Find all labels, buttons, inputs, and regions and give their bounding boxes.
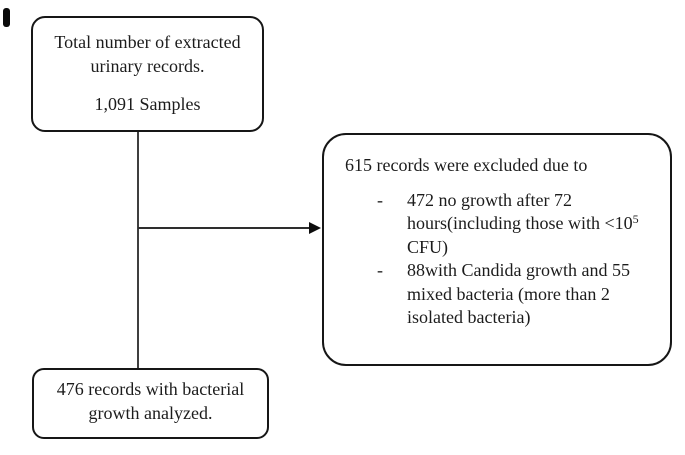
vertical-connector-line <box>137 132 139 368</box>
bullet-1-post: CFU) <box>407 236 449 257</box>
excluded-bullet-list: - 472 no growth after 72 hours(including… <box>345 189 656 330</box>
excluded-bullet-1: - 472 no growth after 72 hours(including… <box>377 189 656 260</box>
bullet-dash-marker: - <box>377 189 383 210</box>
excluded-records-box: 615 records were excluded due to - 472 n… <box>322 133 672 366</box>
analyzed-line1: 476 records with bacterial <box>56 379 245 399</box>
analyzed-line2: growth analyzed. <box>88 402 213 423</box>
total-samples-count: 1,091 Samples <box>94 94 201 114</box>
bullet-dash-marker: - <box>377 260 383 280</box>
excluded-bullet-1-text: 472 no growth after 72 hours(including t… <box>407 189 656 260</box>
excluded-bullet-2: - 88with Candida growth and 55 mixed bac… <box>377 259 656 330</box>
total-records-line2: urinary records. <box>90 55 205 76</box>
horizontal-arrow-line <box>138 227 310 229</box>
bullet-1-pre: 472 no growth after 72 hours(including t… <box>407 189 633 234</box>
corner-bar-artifact <box>3 8 10 27</box>
excluded-heading: 615 records were excluded due to <box>345 155 588 175</box>
total-records-line1: Total number of extracted <box>54 32 241 52</box>
arrowhead-icon <box>309 221 321 234</box>
analyzed-records-box: 476 records with bacterial growth analyz… <box>32 368 269 439</box>
excluded-bullet-2-text: 88with Candida growth and 55 mixed bacte… <box>407 260 630 327</box>
total-records-box: Total number of extracted urinary record… <box>31 16 264 132</box>
bullet-1-superscript: 5 <box>632 212 639 226</box>
